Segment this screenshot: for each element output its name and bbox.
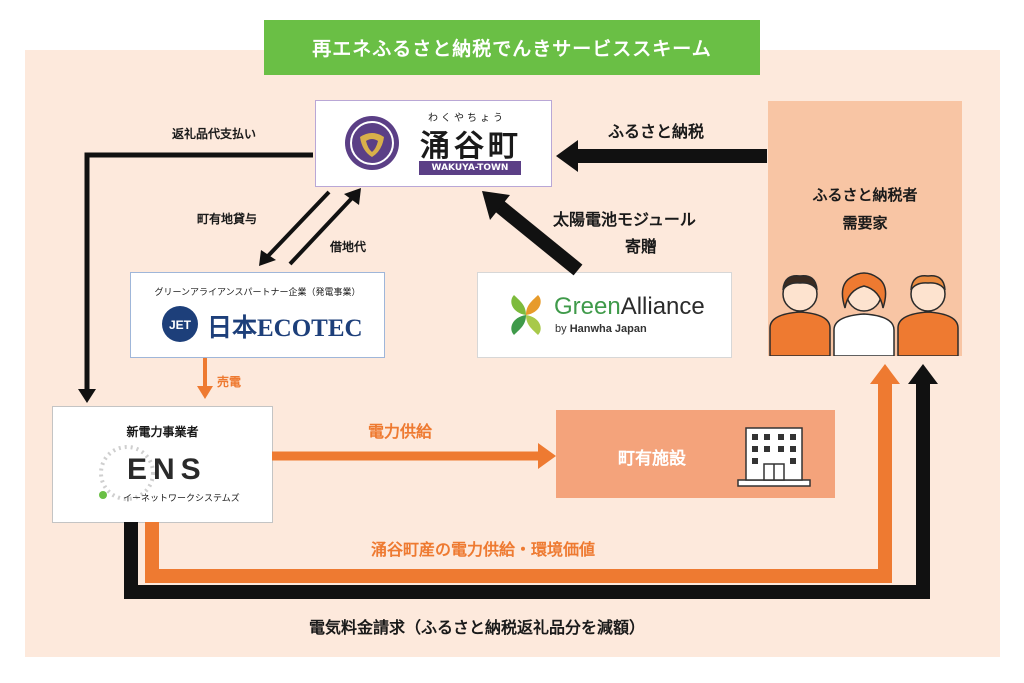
- label-return-gift-payment: 返礼品代支払い: [172, 127, 257, 141]
- ens-ring-icon: [99, 445, 155, 501]
- wakuya-name: 涌谷町: [420, 129, 522, 164]
- town-facility-label: 町有施設: [618, 449, 686, 469]
- wakuya-town-box: わくやちょう 涌谷町 WAKUYA-TOWN: [315, 100, 552, 187]
- green-alliance-name-rest: Alliance: [620, 293, 705, 320]
- ens-caption: 新電力事業者: [126, 425, 199, 439]
- label-sell-power: 売電: [217, 375, 242, 389]
- arrow-billing: [124, 364, 938, 599]
- label-power-supply: 電力供給: [368, 422, 433, 441]
- label-furusato-tax: ふるさと納税: [608, 122, 705, 141]
- donor-label-line2: 需要家: [842, 214, 888, 232]
- scheme-title: 再エネふるさと納税でんきサービススキーム: [264, 20, 760, 75]
- green-alliance-leaf-icon: [511, 295, 541, 335]
- donor-consumer-box: ふるさと納税者 需要家: [768, 101, 962, 356]
- ecotec-caption: グリーンアライアンスパートナー企業（発電事業）: [154, 288, 361, 298]
- ens-subtitle: イーネットワークシステムズ: [123, 494, 240, 504]
- arrow-solar-donation: [482, 191, 583, 276]
- green-alliance-name-green: Green: [554, 293, 621, 320]
- arrow-furusato-tax: [556, 140, 767, 172]
- wakuya-ruby: わくやちょう: [428, 113, 506, 124]
- arrow-power-supply: [272, 443, 556, 469]
- ecotec-name: 日本ECOTEC: [207, 315, 363, 342]
- arrow-land-rent: [288, 188, 361, 266]
- label-donation: 寄贈: [625, 237, 658, 256]
- arrow-sell-power: [197, 358, 213, 399]
- jet-logo-icon: JET: [162, 306, 198, 342]
- green-alliance-by: by: [555, 323, 567, 335]
- ecotec-box: グリーンアライアンスパートナー企業（発電事業） JET 日本ECOTEC: [130, 272, 385, 358]
- label-solar-module: 太陽電池モジュール: [553, 210, 696, 229]
- label-land-lease: 町有地貸与: [197, 212, 258, 226]
- green-alliance-box: GreenAlliance by Hanwha Japan: [477, 272, 732, 358]
- green-alliance-company: Hanwha Japan: [569, 323, 647, 335]
- arrow-land-lease: [259, 190, 331, 266]
- donor-label-line1: ふるさと納税者: [812, 186, 918, 204]
- label-billing: 電気料金請求（ふるさと納税返礼品分を減額）: [309, 618, 646, 637]
- wakuya-emblem-icon: [345, 116, 399, 170]
- jet-logo-text: JET: [169, 318, 192, 332]
- building-icon: [737, 427, 811, 487]
- label-land-rent: 借地代: [330, 240, 367, 254]
- wakuya-subtitle: WAKUYA-TOWN: [419, 161, 521, 175]
- arrow-return-gift-payment: [78, 152, 313, 403]
- ens-box: 新電力事業者 ENS イーネットワークシステムズ: [52, 406, 273, 523]
- town-facility-box: 町有施設: [556, 410, 835, 498]
- arrow-local-power-supply: [145, 364, 900, 583]
- label-local-power-supply: 涌谷町産の電力供給・環境価値: [371, 540, 596, 559]
- people-group-icon: [769, 272, 959, 356]
- ens-logo: ENS: [127, 453, 207, 486]
